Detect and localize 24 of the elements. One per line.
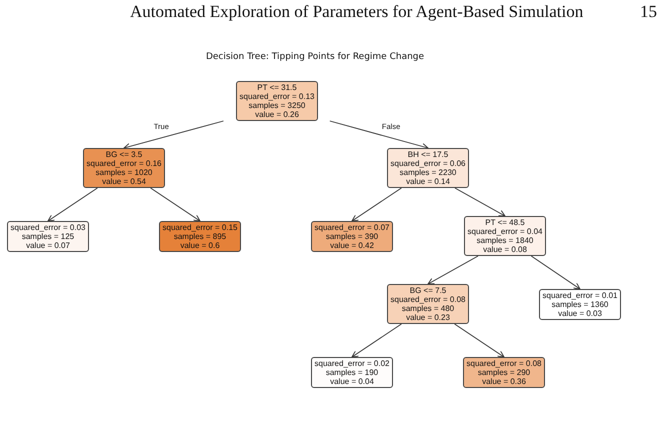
chart-title: Decision Tree: Tipping Points for Regime Change <box>206 52 424 62</box>
arrow <box>352 188 402 222</box>
arrow <box>150 188 200 222</box>
leaf-node-box: squared_error = 0.01 samples = 1360 value = 0.03 <box>539 289 621 320</box>
arrow <box>530 256 580 290</box>
arrow <box>428 256 478 284</box>
split-node-box: PT <= 48.5 squared_error = 0.04 samples = 1840 value = 0.08 <box>464 216 546 256</box>
leaf-node-box: squared_error = 0.07 samples = 390 value = 0.42 <box>311 221 393 252</box>
split-node-box: BH <= 17.5 squared_error = 0.06 samples = 2230 value = 0.14 <box>387 148 469 188</box>
arrow <box>329 120 428 150</box>
split-node-box: PT <= 31.5 squared_error = 0.13 samples = 3250 value = 0.26 <box>236 81 318 121</box>
arrow <box>454 324 504 358</box>
leaf-node-box: squared_error = 0.08 samples = 290 value = 0.36 <box>463 357 545 388</box>
arrow <box>124 120 224 150</box>
arrow <box>48 188 98 222</box>
split-node-box: BG <= 3.5 squared_error = 0.16 samples = 1020 value = 0.54 <box>83 148 165 188</box>
arrow <box>454 188 506 216</box>
leaf-node-box: squared_error = 0.03 samples = 125 value = 0.07 <box>7 221 89 252</box>
arrow <box>352 324 402 358</box>
leaf-node-box: squared_error = 0.15 samples = 895 value = 0.6 <box>159 221 241 252</box>
running-header: Automated Exploration of Parameters for Agent-Based Simulation <box>130 2 584 22</box>
page-number: 15 <box>640 2 657 22</box>
split-node-box: BG <= 7.5 squared_error = 0.08 samples = 480 value = 0.23 <box>387 284 469 324</box>
leaf-node-box: squared_error = 0.02 samples = 190 value = 0.04 <box>311 357 393 388</box>
